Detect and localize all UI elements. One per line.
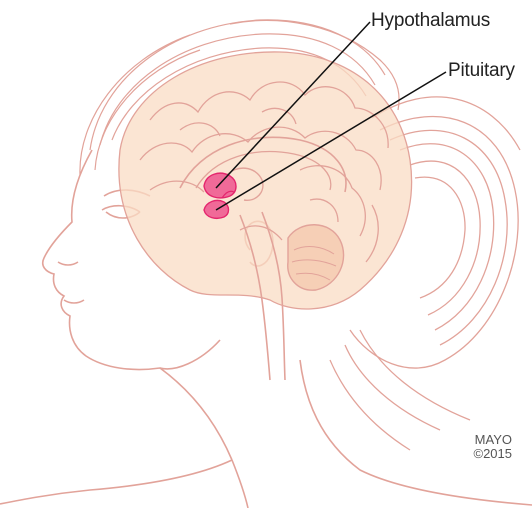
brain — [119, 52, 412, 380]
pituitary-label: Pituitary — [448, 61, 515, 80]
credit-mayo: MAYO — [474, 433, 513, 447]
copyright-credit: MAYO ©2015 — [474, 433, 513, 461]
credit-year: ©2015 — [474, 447, 513, 461]
hypothalamus-label: Hypothalamus — [371, 11, 490, 30]
hypothalamus-region — [204, 173, 236, 198]
